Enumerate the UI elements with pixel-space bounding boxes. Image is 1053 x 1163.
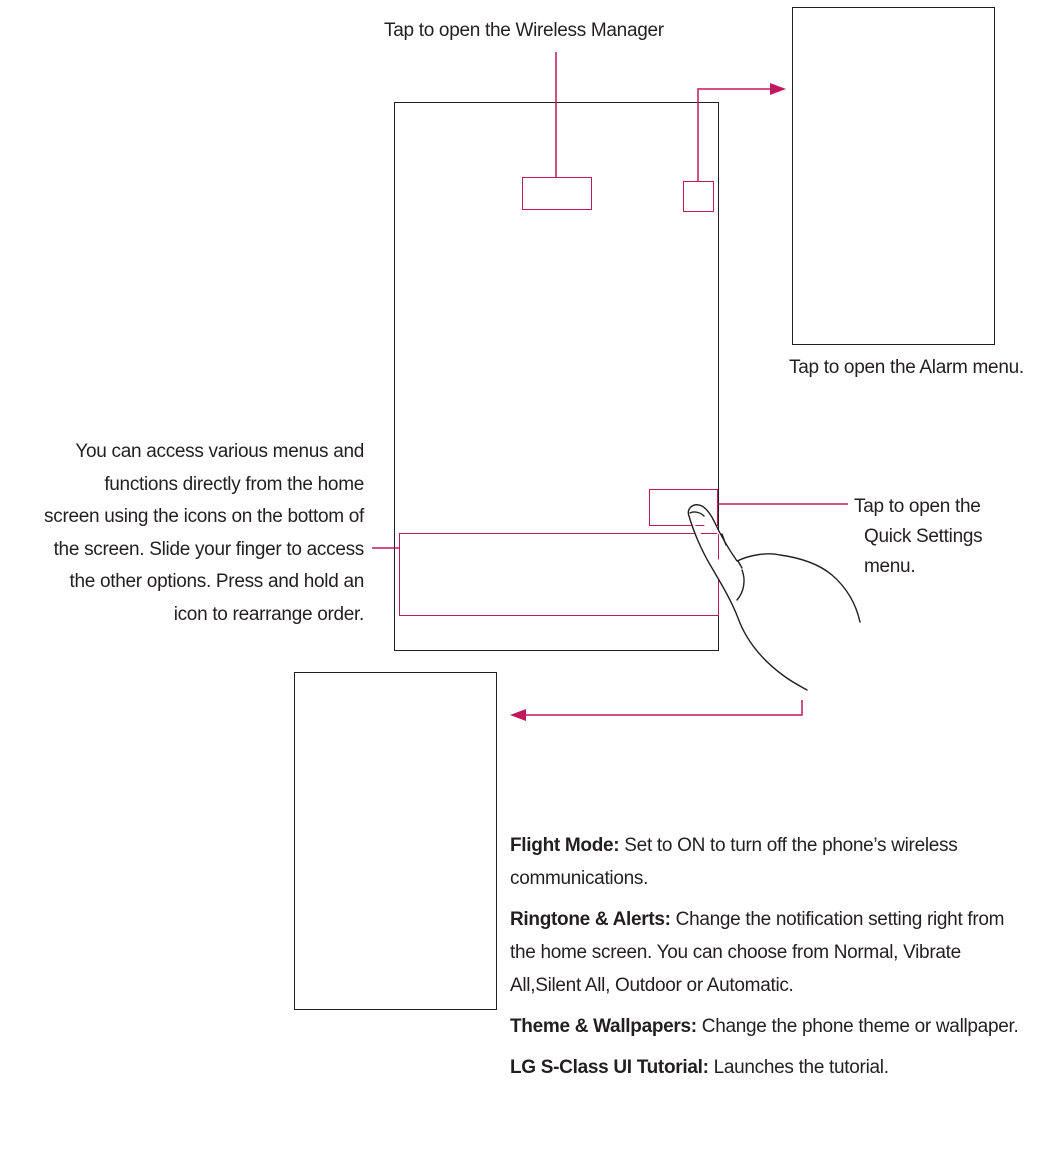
setting-term: LG S-Class UI Tutorial: bbox=[510, 1057, 709, 1078]
alarm-hotspot[interactable] bbox=[683, 181, 714, 212]
home-icons-line: the screen. Slide your finger to access bbox=[53, 538, 365, 560]
setting-term: Ringtone & Alerts: bbox=[510, 909, 671, 930]
setting-term: Flight Mode: bbox=[510, 835, 620, 856]
setting-text: Change the notification setting right fr… bbox=[510, 909, 1005, 996]
setting-ringtone-alerts: Ringtone & Alerts: Change the notificati… bbox=[510, 903, 1030, 1002]
arrow-left-icon bbox=[510, 709, 526, 721]
hand-pointer-icon bbox=[687, 504, 861, 691]
home-icons-line: icon to rearrange order. bbox=[173, 603, 365, 625]
setting-text: Set to ON to turn off the phone’s wirele… bbox=[510, 835, 958, 889]
setting-text: Change the phone theme or wallpaper. bbox=[696, 1016, 1019, 1037]
alarm-menu-callout: Tap to open the Alarm menu. bbox=[789, 357, 1024, 378]
home-icons-line: functions directly from the home bbox=[104, 473, 364, 495]
home-icons-callout: You can access various menus and functio… bbox=[4, 436, 364, 631]
setting-flight-mode: Flight Mode: Set to ON to turn off the p… bbox=[510, 829, 1030, 895]
quick-settings-callout-line: menu. bbox=[864, 556, 916, 577]
phone-home-screen bbox=[394, 102, 719, 651]
quick-settings-callout-line: Quick Settings bbox=[864, 526, 983, 547]
setting-ui-tutorial: LG S-Class UI Tutorial: Launches the tut… bbox=[510, 1051, 1030, 1084]
home-icons-line: the other options. Press and hold an bbox=[69, 571, 365, 592]
wireless-manager-callout: Tap to open the Wireless Manager bbox=[384, 20, 664, 41]
setting-text: Launches the tutorial. bbox=[708, 1057, 889, 1078]
arrow-right-icon bbox=[770, 83, 786, 95]
quick-settings-callout: Tap to open the Quick Settings menu. bbox=[854, 492, 1044, 582]
home-icons-line: You can access various menus and bbox=[75, 441, 364, 462]
alarm-screen bbox=[792, 7, 995, 345]
setting-theme-wallpapers: Theme & Wallpapers: Change the phone the… bbox=[510, 1010, 1030, 1043]
home-icons-line: screen using the icons on the bottom of bbox=[44, 506, 364, 527]
quick-settings-callout-line: Tap to open the bbox=[854, 496, 981, 517]
quick-settings-screen bbox=[294, 672, 497, 1010]
wireless-manager-hotspot[interactable] bbox=[522, 177, 592, 210]
quick-settings-hotspot[interactable] bbox=[649, 489, 718, 526]
setting-term: Theme & Wallpapers: bbox=[510, 1016, 697, 1037]
settings-descriptions: Flight Mode: Set to ON to turn off the p… bbox=[510, 829, 1030, 1092]
